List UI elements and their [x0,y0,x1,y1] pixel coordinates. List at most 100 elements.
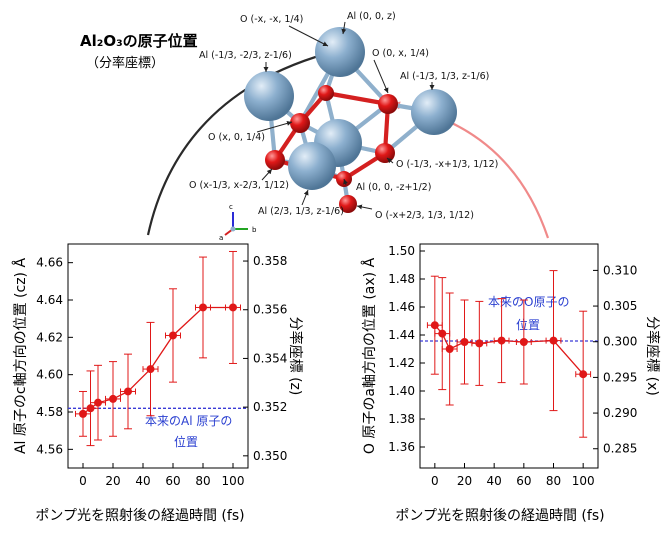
y-tick-label: 4.58 [36,405,63,419]
reference-label: 本来のAl 原子の [145,414,232,428]
plot-frame [67,243,249,469]
x-tick-label: 20 [457,474,472,488]
o-atom [339,195,357,213]
y-right-tick-label: 0.300 [603,335,637,349]
data-point [199,303,207,312]
y-right-tick-label: 0.358 [253,254,287,268]
b-axis-label: b [252,226,257,234]
data-point [124,387,132,396]
al-atom [315,27,365,77]
y-tick-label: 1.40 [388,384,415,398]
al-atom [288,142,336,190]
data-point [169,331,177,340]
plot-frame [419,243,599,469]
structure-title: Al₂O₃の原子位置 [80,32,198,50]
data-point [146,365,155,374]
structure-subtitle: （分率座標） [86,55,164,71]
atom-label: Al (0, 0, -z+1/2) [356,182,431,193]
y-axis-label-right: 分率座標 (x) [644,316,661,396]
y-right-tick-label: 0.310 [603,263,637,277]
data-point [460,338,469,346]
y-right-tick-label: 0.354 [253,351,287,365]
o-atom [375,143,395,163]
label-leaders [256,21,435,210]
y-axis-label: Al 原子のc軸方向の位置 (cz) Å [12,258,29,454]
data-point [86,404,95,413]
data-point [475,339,484,348]
data-marks [426,270,592,438]
y-right-tick-label: 0.285 [603,442,637,456]
y-tick-label: 1.36 [388,440,415,454]
y-right-tick-label: 0.352 [253,400,287,414]
x-tick-label: 0 [79,474,87,488]
y-tick-label: 1.50 [388,244,415,258]
y-tick-label: 4.66 [36,256,63,270]
y-axis-label: O 原子のa軸方向の位置 (ax) Å [361,257,378,454]
atom-label: O (-x, -x, 1/4) [240,14,303,25]
data-point [430,321,439,330]
al-atom [244,71,294,121]
data-point [229,303,237,312]
y-tick-label: 4.62 [36,330,63,344]
structure-diagram: Al₂O₃の原子位置 （分率座標） [80,11,550,242]
x-tick-label: 40 [135,474,150,488]
y-tick-label: 1.46 [388,300,415,314]
x-tick-label: 40 [487,474,502,488]
atom-label: Al (-1/3, -2/3, z-1/6) [199,50,292,61]
reference-label: 本来のO原子の [488,295,569,309]
o-atom [318,85,334,101]
axis-triad: c a b [219,203,257,242]
data-point [497,336,506,345]
o-atom [378,94,398,114]
atom-labels: O (-x, -x, 1/4) Al (0, 0, z) Al (-1/3, -… [189,11,498,221]
x-tick-label: 0 [431,474,439,488]
data-point [109,394,117,403]
data-marks [75,250,241,447]
y-tick-label: 4.56 [36,442,63,456]
y-right-tick-label: 0.350 [253,449,287,463]
x-tick-label: 80 [546,474,561,488]
atom-label: O (-1/3, -x+1/3, 1/12) [396,159,498,170]
data-point [549,336,558,345]
y-axis-label-right: 分率座標 (z) [287,317,304,396]
data-point [438,329,447,338]
atom-label: Al (0, 0, z) [347,11,396,22]
y-tick-label: 1.38 [388,412,415,426]
x-tick-label: 80 [195,474,210,488]
o-atom [290,113,310,133]
x-tick-label: 100 [222,474,245,488]
c-axis-label: c [229,203,233,211]
reference-label: 位置 [174,434,198,449]
y-tick-label: 4.64 [36,293,63,307]
y-tick-label: 1.44 [388,328,415,342]
al-atom [411,89,457,135]
x-tick-label: 100 [572,474,595,488]
y-tick-label: 1.48 [388,272,415,286]
atom-label: Al (2/3, 1/3, z-1/6) [258,206,344,217]
data-point [94,398,102,407]
data-point [579,370,588,379]
y-tick-label: 4.60 [36,368,63,382]
arrow-to-al-plot [146,48,341,236]
y-right-tick-label: 0.356 [253,303,287,317]
data-point [519,338,528,346]
data-point [79,409,87,418]
y-right-tick-label: 0.305 [603,299,637,313]
y-right-tick-label: 0.295 [603,370,637,384]
y-right-tick-label: 0.290 [603,406,637,420]
x-tick-label: 20 [105,474,120,488]
atom-label: O (x-1/3, x-2/3, 1/12) [189,180,289,191]
atom-label: O (x, 0, 1/4) [208,132,265,143]
x-axis-label: ポンプ光を照射後の経過時間 (fs) [395,508,604,524]
atom-label: Al (-1/3, 1/3, z-1/6) [400,71,489,82]
atom-label: O (0, x, 1/4) [372,48,429,59]
a-axis-label: a [219,234,223,242]
x-axis-label: ポンプ光を照射後の経過時間 (fs) [35,508,244,524]
x-tick-label: 60 [516,474,531,488]
data-point [445,345,454,353]
